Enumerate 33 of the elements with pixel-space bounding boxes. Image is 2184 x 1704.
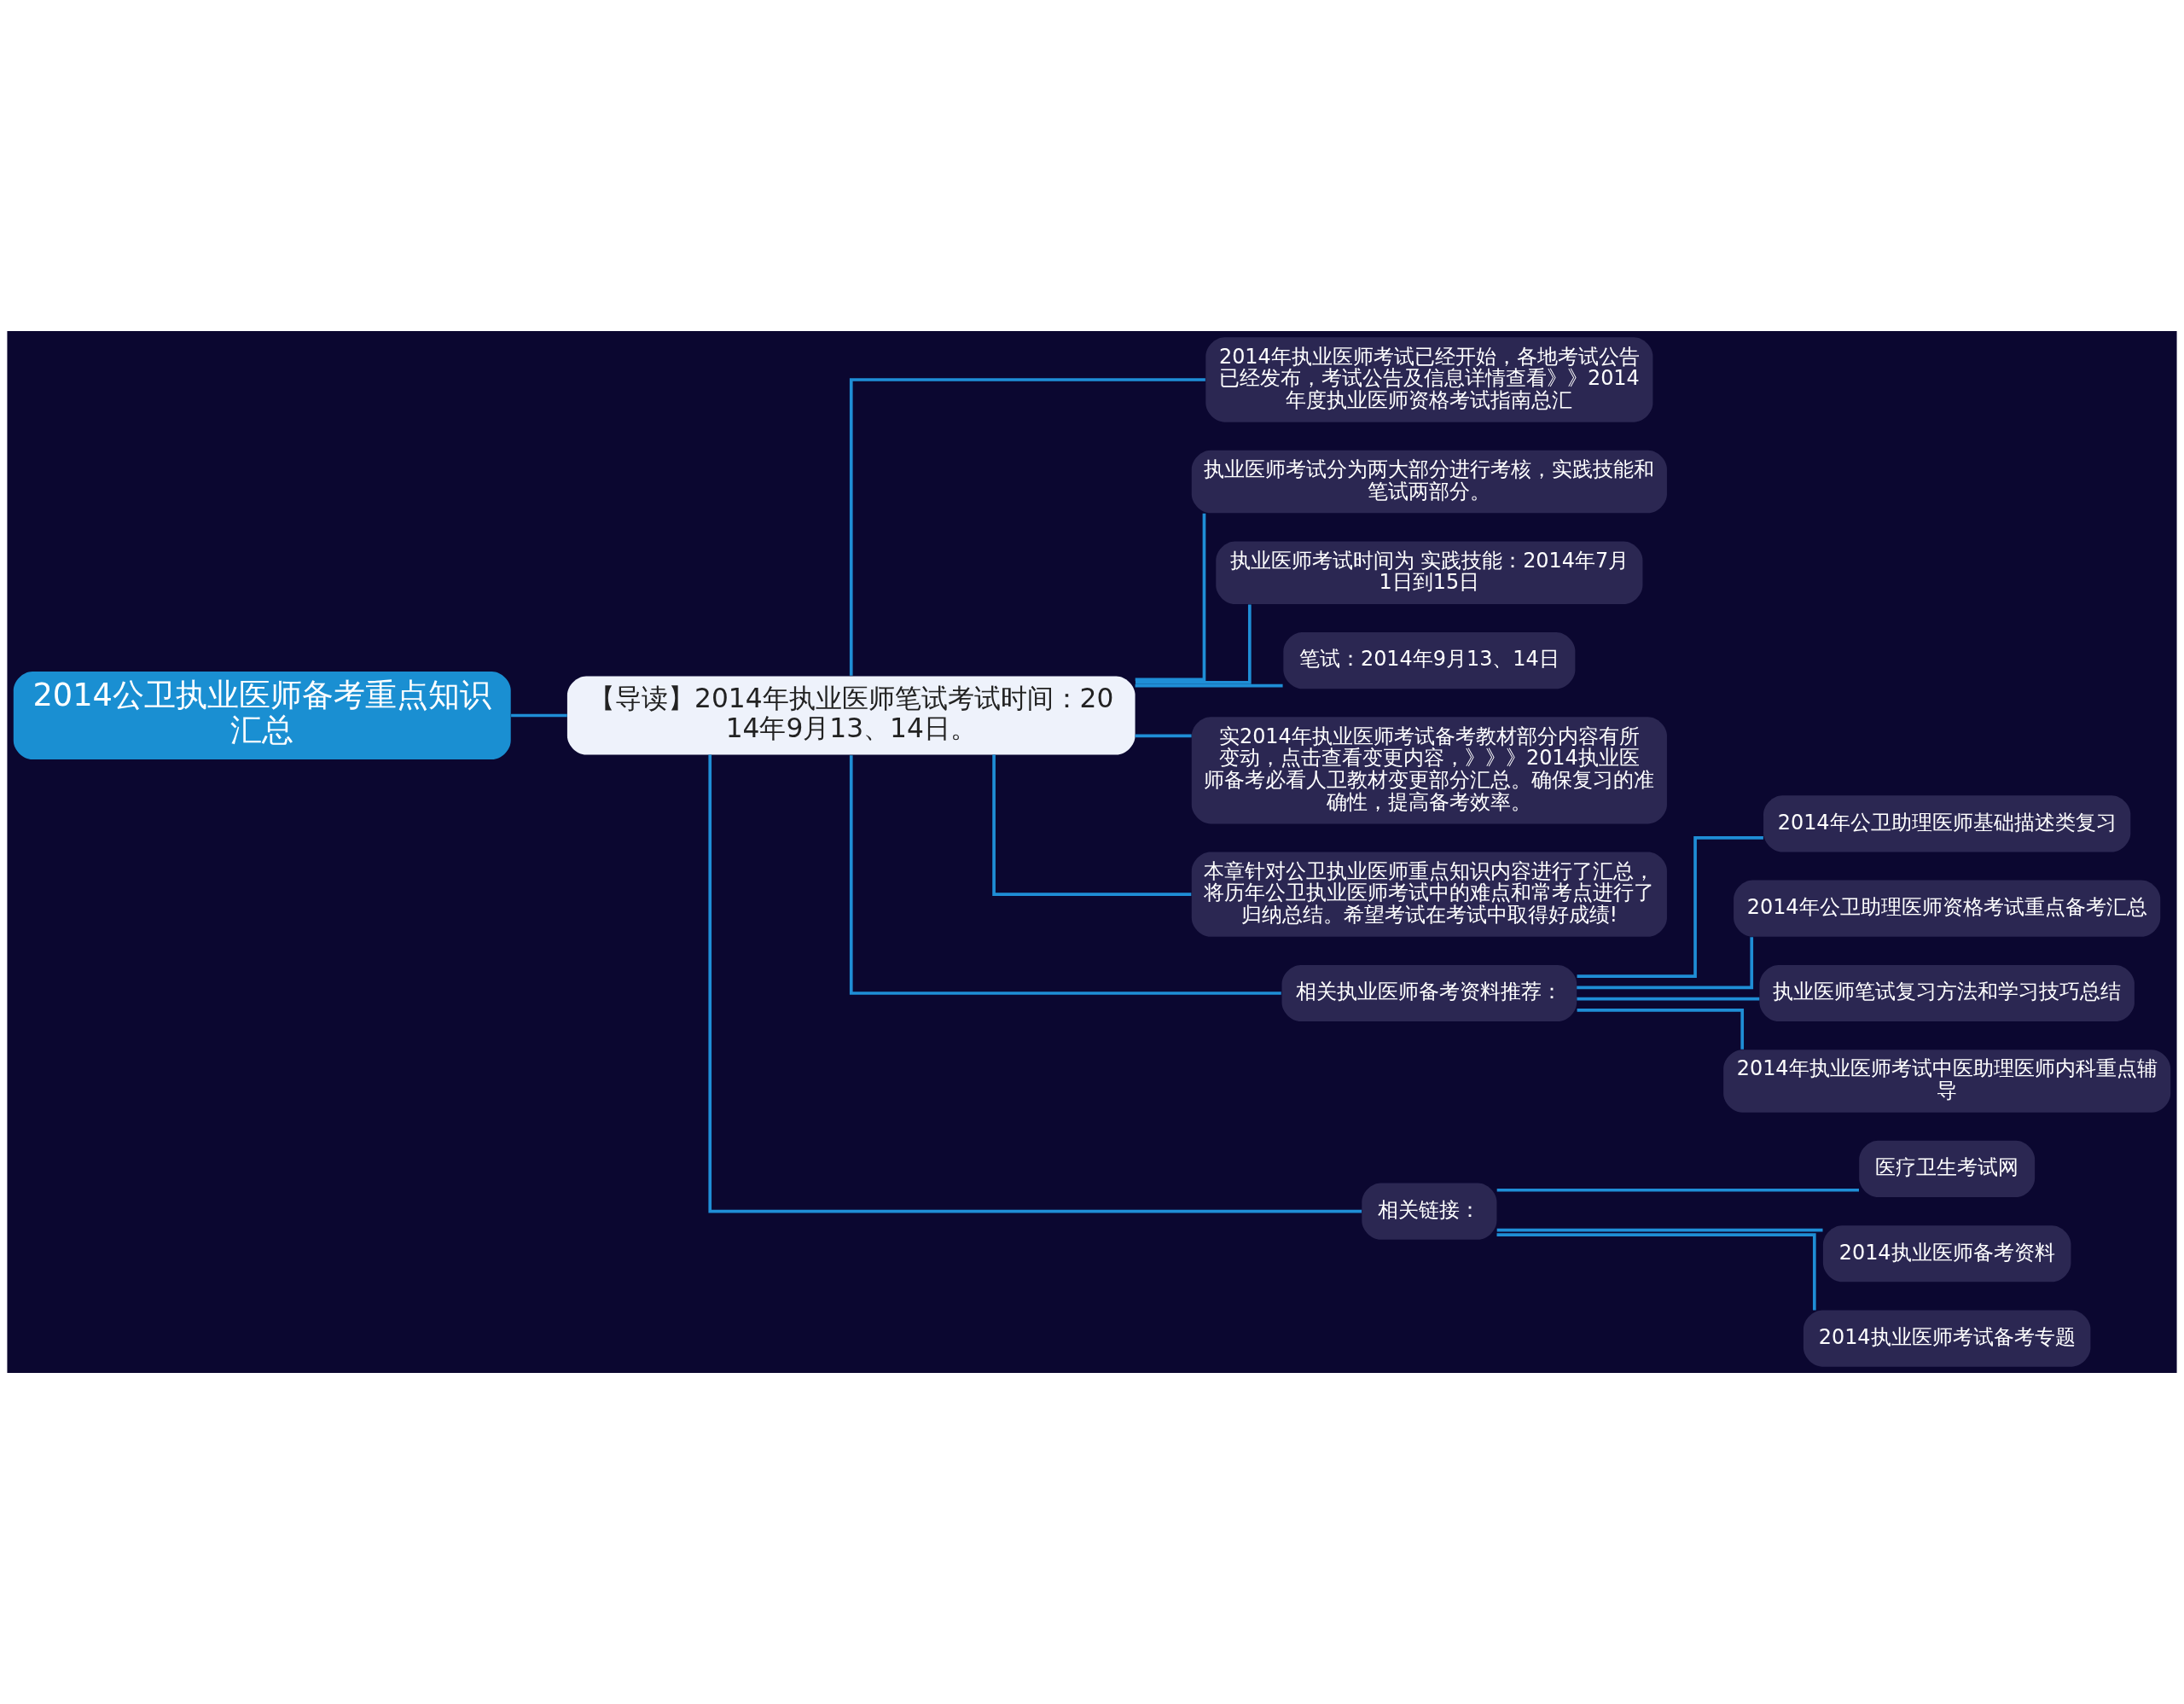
connector: [1496, 1188, 1859, 1192]
connector: [511, 713, 567, 718]
connector: [1577, 836, 1763, 978]
connector: [708, 754, 1362, 1213]
node-box: 2014年执业医师考试中医助理医师内科重点辅导: [1723, 1050, 2171, 1113]
connector: [1577, 997, 1760, 1001]
connector: [1496, 1233, 1816, 1311]
node-box: 2014年执业医师考试已经开始，各地考试公告已经发布，考试公告及信息详情查看》》2014年度执业医师资格考试指南总汇: [1205, 337, 1653, 422]
node-box: 相关链接：: [1362, 1183, 1497, 1240]
node-box: 2014年公卫助理医师资格考试重点备考汇总: [1734, 880, 2161, 937]
node-box: 2014执业医师考试备考专题: [1803, 1310, 2091, 1367]
node-box: 执业医师笔试复习方法和学习技巧总结: [1759, 964, 2135, 1022]
node-box: 2014年公卫助理医师基础描述类复习: [1763, 795, 2131, 852]
connector: [1135, 604, 1252, 684]
node-box: 笔试：2014年9月13、14日: [1283, 632, 1576, 689]
node-box: 执业医师考试分为两大部分进行考核，实践技能和笔试两部分。: [1191, 450, 1667, 514]
connector: [1135, 513, 1206, 682]
node-box: 相关执业医师备考资料推荐：: [1281, 964, 1577, 1022]
node-box: 本章针对公卫执业医师重点知识内容进行了汇总，将历年公卫执业医师考试中的难点和常考点进行了归纳总结。希望考试在考试中取得好成绩!: [1191, 852, 1667, 937]
node-box: 2014执业医师备考资料: [1822, 1225, 2071, 1282]
connector: [1577, 937, 1754, 990]
connector: [1135, 734, 1192, 738]
node-box: 【导读】2014年执业医师笔试考试时间：2014年9月13、14日。: [566, 676, 1136, 755]
node-box: 执业医师考试时间为 实践技能：2014年7月1日到15日: [1216, 541, 1643, 604]
node-box: 医疗卫生考试网: [1859, 1140, 2036, 1198]
connector: [1496, 1228, 1823, 1232]
connector: [992, 754, 1192, 896]
node-box: 实2014年执业医师考试备考教材部分内容有所变动，点击查看变更内容，》》》2014执业医师备考必看人卫教材变更部分汇总。确保复习的准确性，提高备考效率。: [1191, 717, 1667, 824]
node-box: 2014公卫执业医师备考重点知识汇总: [13, 672, 511, 759]
connector: [849, 378, 1205, 676]
connector: [849, 755, 1281, 995]
connector: [1577, 1009, 1745, 1050]
connector: [1135, 683, 1283, 688]
